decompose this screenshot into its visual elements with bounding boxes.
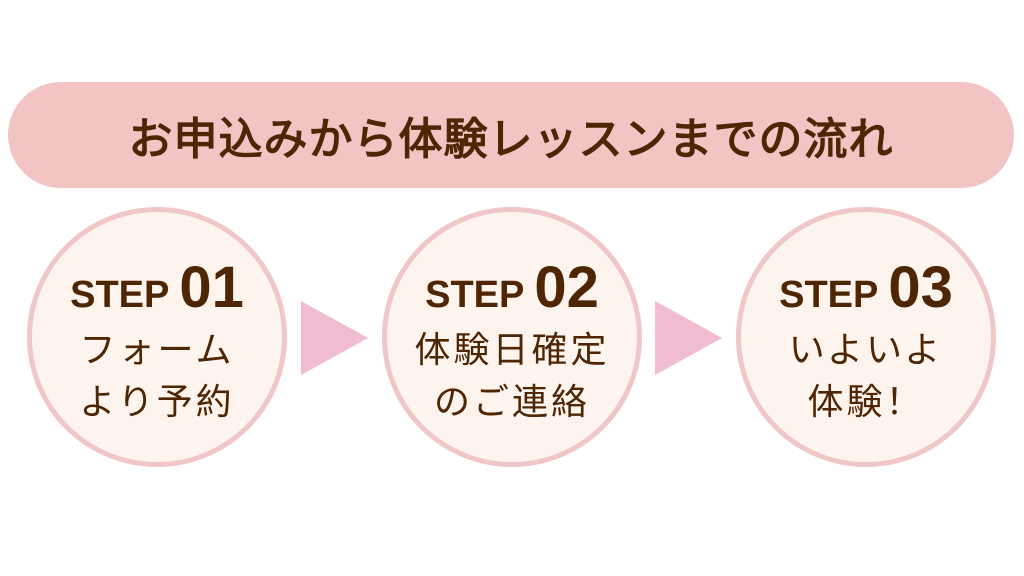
step-label: STEP <box>779 274 879 316</box>
step-number: 03 <box>888 255 953 320</box>
title-banner: お申込みから体験レッスンまでの流れ <box>8 82 1014 188</box>
arrow-right-icon <box>655 301 722 375</box>
step-desc-line2: のご連絡 <box>433 382 590 423</box>
title: お申込みから体験レッスンまでの流れ <box>128 114 894 165</box>
step-number: 01 <box>179 255 244 320</box>
step-label: STEP <box>425 274 525 316</box>
step-desc-line2: より予約 <box>79 382 235 423</box>
step-label: STEP <box>70 274 170 316</box>
step-desc-line1: 体験日確定 <box>414 330 610 371</box>
step-desc-line1: フォーム <box>79 330 235 371</box>
step-desc-line1: いよいよ <box>788 330 944 371</box>
arrow-right-icon <box>301 301 368 375</box>
step-number: 02 <box>534 255 599 320</box>
step-desc-line2: 体験！ <box>807 382 925 423</box>
